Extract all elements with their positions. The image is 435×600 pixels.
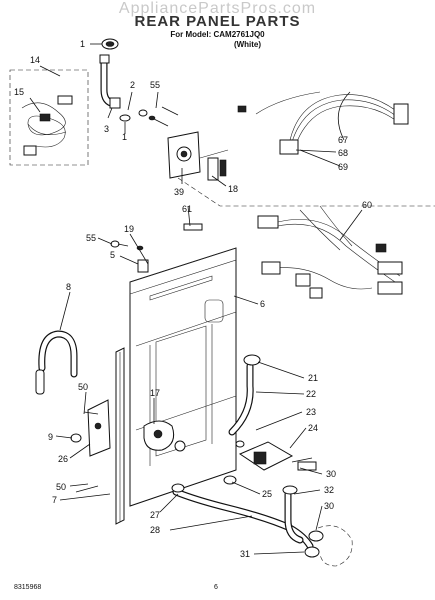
hose-section bbox=[35, 330, 78, 395]
callout-50-lower: 50 bbox=[56, 482, 66, 492]
callout-2: 2 bbox=[130, 80, 135, 90]
drain-hose-lower bbox=[171, 475, 353, 567]
callout-30-lower: 30 bbox=[324, 501, 334, 511]
callout-23: 23 bbox=[306, 407, 316, 417]
callout-1-lower: 1 bbox=[122, 132, 127, 142]
drain-hose-upper bbox=[228, 354, 261, 436]
callout-60: 60 bbox=[362, 200, 372, 210]
document-part-number: 8315968 bbox=[14, 584, 42, 591]
inlet-hose-assembly bbox=[99, 38, 179, 127]
side-bracket bbox=[115, 347, 125, 525]
callout-7: 7 bbox=[52, 495, 57, 505]
rear-panel bbox=[129, 247, 237, 507]
leader-lines bbox=[29, 43, 363, 555]
power-cord-assembly bbox=[9, 69, 89, 166]
callout-25: 25 bbox=[262, 489, 272, 499]
callout-68: 68 bbox=[338, 148, 348, 158]
callout-22: 22 bbox=[306, 389, 316, 399]
callout-21: 21 bbox=[308, 373, 318, 383]
callout-14: 14 bbox=[30, 55, 40, 65]
page-number: 6 bbox=[214, 584, 218, 591]
callout-18: 18 bbox=[228, 184, 238, 194]
callout-32: 32 bbox=[324, 485, 334, 495]
callout-9: 9 bbox=[48, 432, 53, 442]
callout-67: 67 bbox=[338, 135, 348, 145]
callout-27: 27 bbox=[150, 510, 160, 520]
callout-28: 28 bbox=[150, 525, 160, 535]
callout-15: 15 bbox=[14, 87, 24, 97]
wire-harness-lower bbox=[257, 205, 403, 299]
watermark: AppliancePartsPros.com bbox=[118, 0, 317, 17]
callout-61: 61 bbox=[182, 204, 192, 214]
callout-26: 26 bbox=[58, 454, 68, 464]
small-fasteners bbox=[110, 223, 203, 273]
pump-assembly bbox=[70, 399, 175, 493]
color-variant-label: (White) bbox=[233, 40, 262, 49]
callout-17: 17 bbox=[150, 388, 160, 398]
callout-1-top: 1 bbox=[80, 39, 85, 49]
callout-numbers: 1 1 2 3 55 14 15 39 18 67 68 69 61 60 19… bbox=[14, 39, 372, 559]
model-label: For Model: CAM2761JQ0 bbox=[170, 30, 265, 39]
wire-harness-upper bbox=[237, 91, 409, 155]
callout-3: 3 bbox=[104, 124, 109, 134]
diagram-title: REAR PANEL PARTS bbox=[134, 13, 301, 30]
water-valve-bracket bbox=[167, 131, 435, 207]
callout-50-upper: 50 bbox=[78, 382, 88, 392]
callout-30-upper: 30 bbox=[326, 469, 336, 479]
callout-19: 19 bbox=[124, 224, 134, 234]
drain-pump bbox=[235, 440, 317, 471]
callout-69: 69 bbox=[338, 162, 348, 172]
callout-55-top: 55 bbox=[150, 80, 160, 90]
callout-55-mid: 55 bbox=[86, 233, 96, 243]
callout-8: 8 bbox=[66, 282, 71, 292]
callout-24: 24 bbox=[308, 423, 318, 433]
callout-31: 31 bbox=[240, 549, 250, 559]
callout-39: 39 bbox=[174, 187, 184, 197]
callout-6: 6 bbox=[260, 299, 265, 309]
callout-5: 5 bbox=[110, 250, 115, 260]
